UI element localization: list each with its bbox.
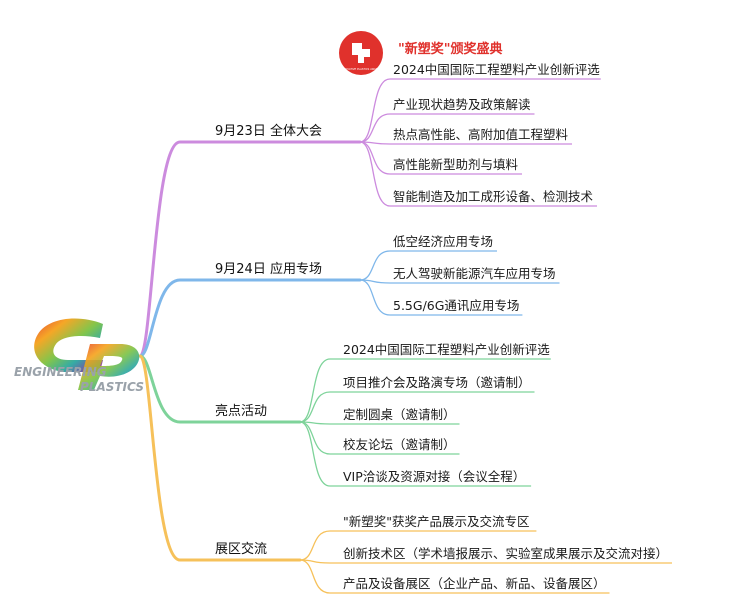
leaf-connector-1-2	[359, 279, 523, 316]
branch-2-item-3: 校友论坛（邀请制）	[343, 437, 456, 452]
branch-1-item-1: 无人驾驶新能源汽车应用专场	[393, 266, 556, 281]
leaf-connector-2-2	[299, 421, 460, 425]
branch-2-item-2: 定制圆桌（邀请制）	[343, 407, 456, 422]
leaf-connector-3-0	[299, 530, 537, 561]
leaf-connector-3-1	[299, 559, 672, 564]
branch-0-item-0: 2024中国国际工程塑料产业创新评选	[393, 62, 600, 77]
leaf-connector-2-0	[299, 358, 551, 423]
branch-0-item-1: 产业现状趋势及政策解读	[393, 97, 531, 112]
branch-3-item-1: 创新技术区（学术墙报展示、实验室成果展示及交流对接）	[343, 546, 669, 561]
leaf-connector-2-1	[299, 391, 535, 423]
branch-connector-1	[138, 278, 362, 358]
branch-1-item-2: 5.5G/6G通讯应用专场	[393, 298, 520, 313]
branch-label-1: 9月24日 应用专场	[215, 262, 322, 277]
award-badge-icon: INNOVATIVE PLASTICS AWARDS	[339, 31, 383, 75]
leaf-connector-0-2	[359, 141, 572, 145]
leaf-connector-2-3	[299, 421, 460, 455]
branch-1-item-0: 低空经济应用专场	[393, 234, 494, 249]
engineering-plastics-logo: ENGINEERING PLASTICS	[14, 318, 144, 394]
leaf-connector-3-2	[299, 559, 610, 594]
branch-0-item-2: 热点高性能、高附加值工程塑料	[393, 127, 569, 142]
leaf-connector-1-0	[359, 250, 497, 281]
branch-3-item-0: "新塑奖"获奖产品展示及交流专区	[343, 514, 530, 529]
branch-label-0: 9月23日 全体大会	[215, 124, 322, 139]
branch-0-item-3: 高性能新型助剂与填料	[393, 157, 519, 172]
leaf-connector-0-0	[359, 78, 601, 143]
branch-2-item-1: 项目推介会及路演专场（邀请制）	[343, 375, 531, 390]
leaf-connector-0-4	[359, 141, 597, 207]
branch-label-3: 展区交流	[215, 542, 268, 557]
branch-2-item-0: 2024中国国际工程塑料产业创新评选	[343, 342, 550, 357]
svg-text:INNOVATIVE PLASTICS AWARDS: INNOVATIVE PLASTICS AWARDS	[341, 67, 382, 71]
branch-connector-0	[138, 140, 362, 358]
branch-3-item-2: 产品及设备展区（企业产品、新品、设备展区）	[343, 576, 606, 591]
leaf-connector-0-1	[359, 113, 535, 143]
leaf-connector-0-3	[359, 141, 522, 175]
branch-connector-2	[138, 354, 302, 424]
logo-text-line2: PLASTICS	[80, 380, 144, 394]
branch-0-item-4: 智能制造及加工成形设备、检测技术	[393, 189, 594, 204]
logo-text-line1: ENGINEERING	[14, 365, 107, 379]
branch-connector-3	[138, 354, 302, 562]
branch-label-2: 亮点活动	[215, 404, 268, 419]
award-ceremony-title: "新塑奖"颁奖盛典	[398, 42, 503, 57]
leaf-connector-2-4	[299, 421, 532, 487]
leaf-connector-1-1	[359, 279, 560, 284]
branch-2-item-4: VIP洽谈及资源对接（会议全程）	[343, 469, 526, 484]
